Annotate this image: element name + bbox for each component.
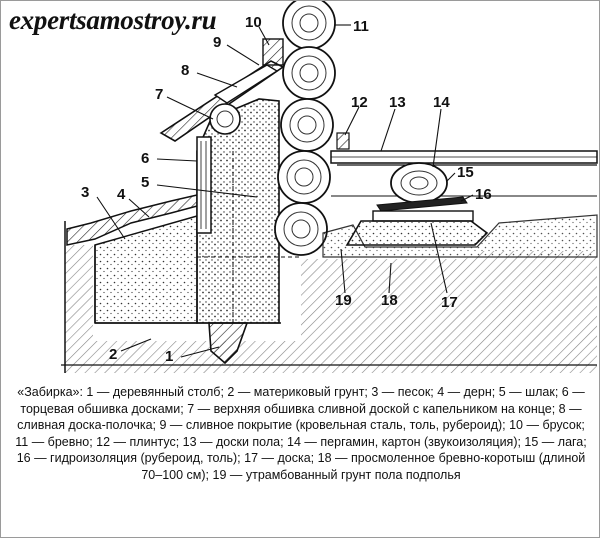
leader-lines xyxy=(96,24,474,358)
joist-log xyxy=(390,162,448,204)
callout-5: 5 xyxy=(141,174,149,191)
site-title: expertsamostroy.ru xyxy=(9,5,217,35)
callout-3: 3 xyxy=(81,184,89,201)
bar-block xyxy=(262,38,284,66)
log-wall xyxy=(274,1,336,256)
callout-15: 15 xyxy=(457,164,474,181)
upper-sheathing-log-end xyxy=(209,103,241,135)
callout-14: 14 xyxy=(433,94,450,111)
floor-assembly xyxy=(330,132,598,197)
callout-10: 10 xyxy=(245,14,262,31)
callout-8: 8 xyxy=(181,62,189,79)
callout-9: 9 xyxy=(213,34,221,51)
tarred-log-stub xyxy=(345,220,489,246)
callout-2: 2 xyxy=(109,346,117,363)
callout-18: 18 xyxy=(381,292,398,309)
base-board xyxy=(372,210,474,222)
end-sheathing-boards xyxy=(196,136,212,234)
wooden-post xyxy=(208,322,249,365)
compacted-subfloor-soil xyxy=(322,214,598,258)
native-soil xyxy=(61,221,597,373)
callout-11: 11 xyxy=(353,18,369,35)
callout-6: 6 xyxy=(141,150,149,167)
drip-board-shelf xyxy=(213,64,279,104)
callout-1: 1 xyxy=(165,348,173,365)
figure-caption: «Забирка»: 1 — деревянный столб; 2 — мат… xyxy=(15,385,587,482)
callout-4: 4 xyxy=(117,186,126,203)
callout-17: 17 xyxy=(441,294,458,311)
waterproofing-layer xyxy=(376,196,468,212)
zabirka-cross-section-diagram: 1 2 3 4 5 6 7 8 9 10 11 12 13 14 15 16 1… xyxy=(61,1,598,373)
callout-19: 19 xyxy=(335,292,352,309)
callout-labels: 1 2 3 4 5 6 7 8 9 10 11 12 13 14 15 16 1… xyxy=(81,14,492,365)
callout-7: 7 xyxy=(155,86,163,103)
callout-12: 12 xyxy=(351,94,368,111)
callout-13: 13 xyxy=(389,94,406,111)
callout-16: 16 xyxy=(475,186,492,203)
